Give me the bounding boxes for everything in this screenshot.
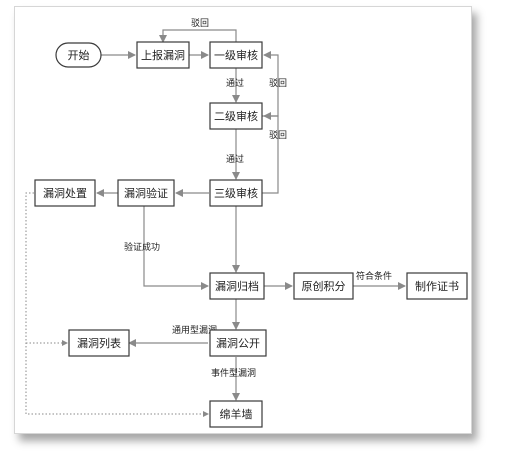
node-start-label: 开始: [68, 48, 90, 62]
node-certificate-label: 制作证书: [415, 280, 459, 293]
node-review3: 三级审核: [209, 179, 263, 207]
node-archive-label: 漏洞归档: [215, 279, 259, 293]
node-review1: 一级审核: [209, 41, 263, 69]
node-review3-label: 三级审核: [214, 186, 258, 200]
node-archive: 漏洞归档: [209, 272, 265, 300]
node-review2: 二级审核: [209, 102, 263, 130]
node-certificate: 制作证书: [406, 272, 468, 300]
node-vuln-list-label: 漏洞列表: [77, 336, 121, 350]
node-report: 上报漏洞: [136, 41, 190, 69]
node-handle: 漏洞处置: [34, 179, 96, 207]
node-report-label: 上报漏洞: [141, 48, 185, 62]
label-meets-conditions: 符合条件: [356, 270, 392, 282]
edge-handle-goatwall-dotted: [25, 192, 209, 417]
label-reject-3: 驳回: [269, 130, 287, 141]
node-handle-label: 漏洞处置: [43, 187, 87, 200]
label-verify-success: 验证成功: [124, 241, 160, 253]
edge-verify-archive: [143, 206, 209, 290]
node-publish: 漏洞公开: [209, 329, 267, 357]
node-review1-label: 一级审核: [214, 48, 258, 62]
node-original-points: 原创积分: [293, 272, 354, 300]
label-reject-top: 驳回: [191, 18, 209, 29]
label-pass-1: 通过: [226, 77, 244, 89]
node-review2-label: 二级审核: [214, 109, 258, 123]
edge-reject-3: [262, 112, 279, 194]
label-event-vuln: 事件型漏洞: [211, 367, 256, 379]
node-verify-label: 漏洞验证: [124, 186, 168, 200]
node-verify: 漏洞验证: [117, 179, 175, 207]
node-goat-wall-label: 绵羊墙: [220, 407, 253, 421]
node-vuln-list: 漏洞列表: [68, 329, 130, 357]
edge-reject-top: [159, 29, 237, 43]
label-pass-2: 通过: [226, 153, 244, 165]
node-start: 开始: [55, 42, 102, 68]
label-reject-2: 驳回: [269, 78, 287, 89]
label-general-vuln: 通用型漏洞: [172, 324, 217, 336]
diagram-frame: [14, 6, 472, 434]
node-original-points-label: 原创积分: [302, 280, 346, 293]
node-publish-label: 漏洞公开: [216, 337, 260, 350]
node-goat-wall: 绵羊墙: [209, 400, 263, 428]
